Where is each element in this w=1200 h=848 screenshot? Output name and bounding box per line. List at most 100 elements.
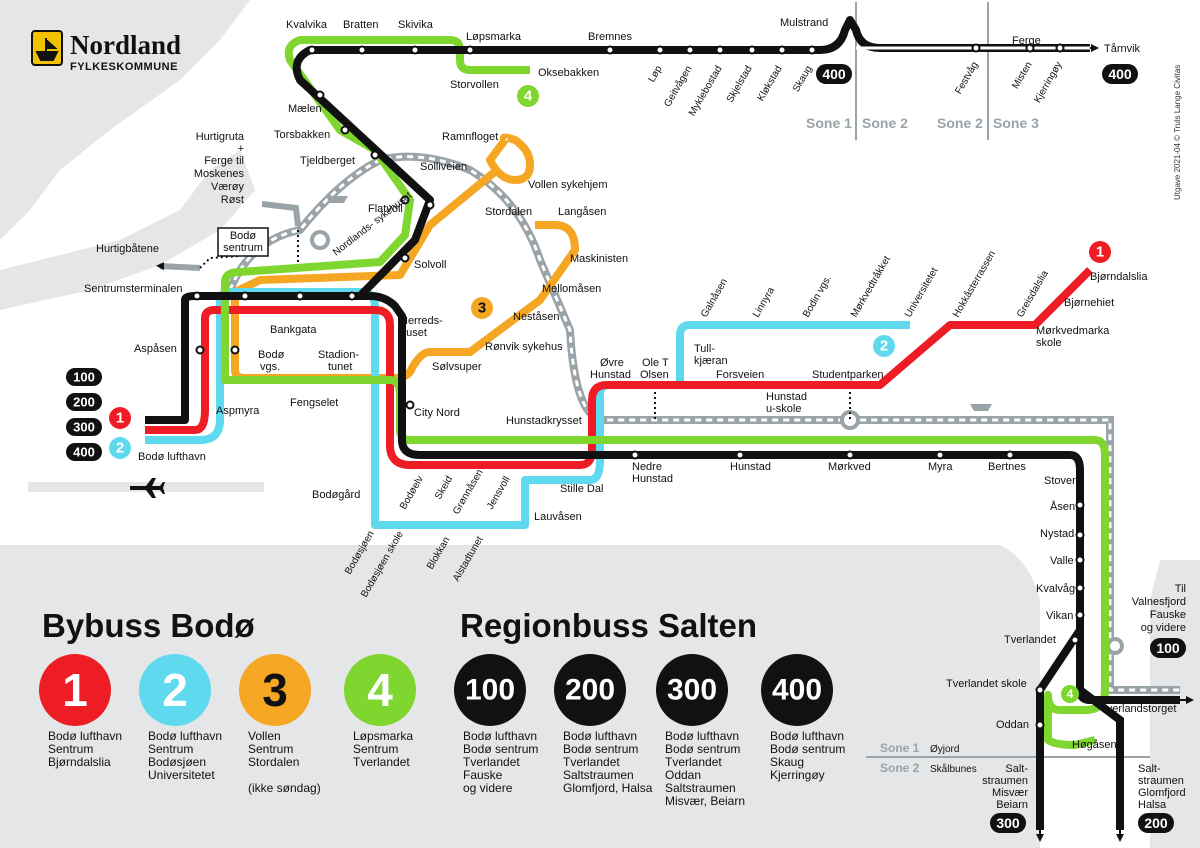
legend-route300-text: Misvær, Beiarn — [665, 794, 745, 808]
label-ramnfloget: Ramnfloget — [442, 131, 498, 143]
label-bjorndalslia: Bjørndalslia — [1090, 271, 1148, 283]
hurtigbatene-label: Hurtigbåtene — [96, 243, 159, 255]
legend-route100-circle — [454, 654, 526, 726]
badge-line1-right-group: 1 — [1089, 241, 1111, 263]
ferry-icon-1 — [326, 196, 348, 203]
legend-line4-text: Løpsmarka — [353, 729, 413, 743]
valnesfjord-line-1: Valnesfjord — [1132, 596, 1186, 608]
nordland-logo: Nordland FYLKESKOMMUNE — [31, 30, 181, 73]
zone-labels: Sone 1 Sone 2 Sone 2 Sone 3 Sone 1 Øyjor… — [806, 115, 1039, 775]
hurtigruta-line-5: Røst — [221, 194, 244, 206]
bodo-sentrum-label-a: Bodø — [230, 230, 257, 242]
south-right-1: straumen — [1138, 775, 1184, 787]
badge-300-south: 300 — [996, 815, 1020, 831]
south-right-3: Halsa — [1138, 799, 1167, 811]
label-festvag: Festvåg — [952, 60, 980, 97]
label-lauvasen: Lauvåsen — [534, 511, 582, 523]
badge-400-top-group: 400 — [816, 64, 852, 84]
label-mulstrand: Mulstrand — [780, 17, 828, 29]
legend-route400-text: Skaug — [770, 755, 804, 769]
label-mellomasen: Mellomåsen — [542, 283, 601, 295]
legend-route200-text: Bodø sentrum — [563, 742, 638, 756]
label-nestasen: Neståsen — [513, 311, 559, 323]
badge-400-tarnvik: 400 — [1108, 66, 1132, 82]
hurtigruta-line-4: Værøy — [211, 181, 245, 193]
legend-line2-number: 2 — [162, 664, 188, 716]
label-bratten: Bratten — [343, 19, 378, 31]
legend-line3-text: (ikke søndag) — [248, 781, 321, 795]
south-destinations: Salt- straumen Misvær Beiarn Salt- strau… — [982, 763, 1186, 811]
label-tjeldberget: Tjeldberget — [300, 155, 355, 167]
label-skjelstad: Skjelstad — [725, 64, 755, 105]
legend-bybuss-title: Bybuss Bodø — [42, 607, 256, 644]
label-vollen-sykehjem: Vollen sykehjem — [528, 179, 608, 191]
label-stover: Stover — [1044, 475, 1076, 487]
label-hunstadkrysset: Hunstadkrysset — [506, 415, 582, 427]
ferry-labels: Hurtigruta + Ferge til Moskenes Værøy Rø… — [96, 131, 1186, 634]
label-herredshuset-a: Herreds- — [400, 315, 443, 327]
label-bremnes: Bremnes — [588, 31, 633, 43]
label-torsbakken: Torsbakken — [274, 129, 330, 141]
legend-route200-text: Saltstraumen — [563, 768, 634, 782]
legend-route100-number: 100 — [465, 674, 515, 707]
legend-line2-circle — [139, 654, 211, 726]
badge-line1-left: 1 — [116, 410, 124, 427]
legend-line3-text: Sentrum — [248, 742, 293, 756]
legend-line2-text: Bodøsjøen — [148, 755, 206, 769]
legend-line4-circle — [344, 654, 416, 726]
hurtigruta-line-1: + — [238, 143, 244, 155]
bodo-sentrum-label-b: sentrum — [223, 242, 263, 254]
label-klokstad: Kløkstad — [756, 64, 785, 103]
legend-line1-text: Sentrum — [48, 742, 93, 756]
line-2-route — [145, 288, 910, 529]
label-valle: Valle — [1050, 555, 1074, 567]
label-tverlandet-skole: Tverlandet skole — [946, 678, 1027, 690]
legend-route200-text: Glomfjord, Halsa — [563, 781, 653, 795]
label-solvoll: Solvoll — [414, 259, 446, 271]
line-1-route — [145, 267, 1093, 469]
label-bodin-vgs: Bodin vgs. — [801, 274, 834, 320]
legend-route300-text: Oddan — [665, 768, 701, 782]
label-oddan: Oddan — [996, 719, 1029, 731]
label-bodo-vgs-a: Bodø — [258, 349, 285, 361]
bodo-sentrum-box: Bodø sentrum — [217, 227, 269, 257]
label-bjornehiet: Bjørnehiet — [1064, 297, 1114, 309]
label-maelen: Mælen — [288, 103, 322, 115]
label-stordalen: Stordalen — [485, 206, 532, 218]
badge-line4-bottom: 4 — [1067, 687, 1074, 701]
zone2-bottom-place: Skålbunes — [930, 763, 977, 775]
legend-route200-circle — [554, 654, 626, 726]
label-studentparken: Studentparken — [812, 369, 884, 381]
legend-route300-text: Saltstraumen — [665, 781, 736, 795]
badge-line4-top-group: 4 — [517, 85, 539, 107]
legend-route100-text: Fauske — [463, 768, 503, 782]
valnesfjord-line-0: Til — [1175, 583, 1186, 595]
hurtigruta-line-0: Hurtigruta — [196, 131, 245, 143]
zone2-bottom: Sone 2 — [880, 761, 920, 775]
legend-line2-text: Sentrum — [148, 742, 193, 756]
label-bertnes: Bertnes — [988, 461, 1026, 473]
label-bodoelv: Bodøelv — [398, 474, 426, 511]
badge-400-tarnvik-group: 400 — [1102, 64, 1138, 84]
legend-line2-text: Bodø lufthavn — [148, 729, 222, 743]
label-bankgata: Bankgata — [270, 324, 317, 336]
legend-line2-text: Universitetet — [148, 768, 215, 782]
badge-line3-group: 3 — [471, 297, 493, 319]
hurtigruta-line-2: Ferge til — [204, 155, 244, 167]
legend-route200-text: Tverlandet — [563, 755, 620, 769]
badge-line2-right-group: 2 — [873, 335, 895, 357]
legend-route100-text: Tverlandet — [463, 755, 520, 769]
ferry-routes — [156, 152, 1180, 694]
label-vikan: Vikan — [1046, 610, 1073, 622]
label-tverlandet: Tverlandet — [1004, 634, 1056, 646]
label-linnyra: Linnyra — [751, 285, 777, 319]
zone1-bottom: Sone 1 — [880, 741, 920, 755]
label-maskinisten: Maskinisten — [570, 253, 628, 265]
badge-line4-bottom-group: 4 — [1061, 685, 1079, 703]
label-stadiontunet-a: Stadion- — [318, 349, 359, 361]
legend-route100-text: Bodø sentrum — [463, 742, 538, 756]
legend-line4-text: Sentrum — [353, 742, 398, 756]
credit-text: Utgave 2021-04 © Truls Lange Civitas — [1173, 65, 1182, 200]
legend-route100-text: og videre — [463, 781, 513, 795]
label-tverlandstorget: Tverlandstorget — [1100, 703, 1176, 715]
